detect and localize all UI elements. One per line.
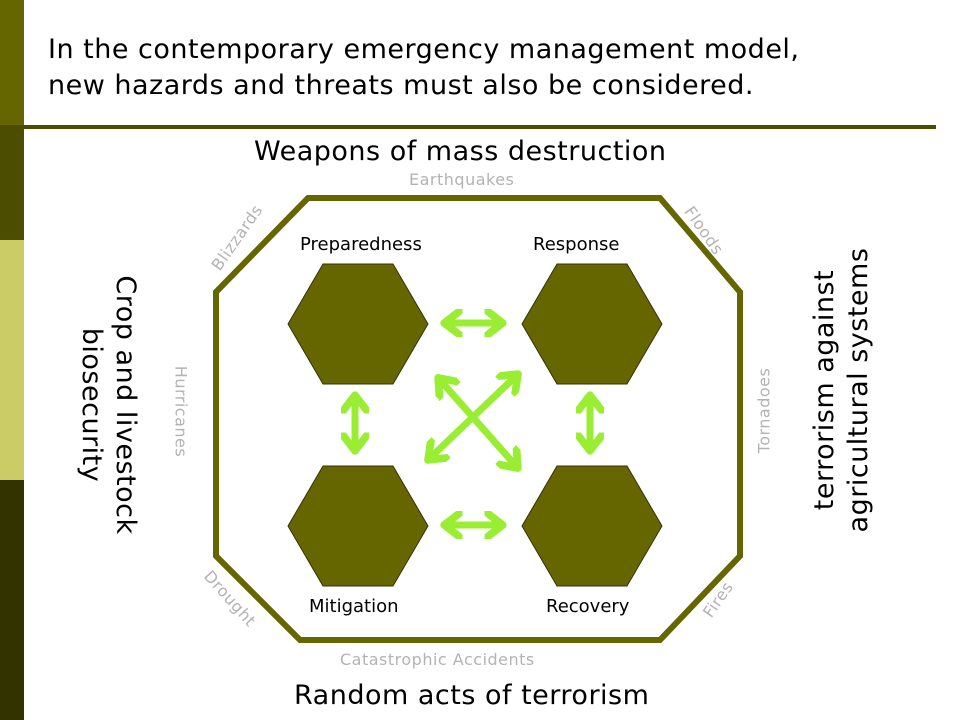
hazard-hurricanes: Hurricanes [171,365,191,458]
threat-bottom-label: Random acts of terrorism [294,680,650,711]
threat-left-line-1: Crop and livestock [110,275,141,535]
title-line-1: In the contemporary emergency management… [48,34,800,65]
threat-left-label: Crop and livestock biosecurity [74,255,142,555]
arrow-preparedness-recovery [440,380,516,466]
preparedness-hexagon [287,263,429,385]
hazard-tornadoes: Tornadoes [754,367,774,454]
hazard-earthquakes: Earthquakes [409,170,515,189]
sidebar-block [0,480,24,720]
sidebar-decoration [0,0,24,720]
threat-right-line-2: agricultural systems [843,247,874,533]
phase-response-label: Response [533,234,620,255]
threat-left-line-2: biosecurity [76,327,107,483]
sidebar-block [0,0,24,125]
hazard-octagon [213,195,743,643]
recovery-hexagon [521,465,663,587]
sidebar-block [0,125,24,240]
hazard-catastrophic-accidents: Catastrophic Accidents [340,650,535,669]
phase-mitigation-label: Mitigation [309,596,399,617]
title-divider [24,125,936,129]
phase-recovery-label: Recovery [546,596,630,617]
response-hexagon [521,263,663,385]
threat-right-line-1: terrorism against [809,269,840,511]
threat-right-label: terrorism against agricultural systems [808,240,876,540]
threat-top-label: Weapons of mass destruction [254,136,667,167]
phase-preparedness-label: Preparedness [300,234,422,255]
title-line-2: new hazards and threats must also be con… [48,70,754,101]
sidebar-block [0,240,24,480]
mitigation-hexagon [287,465,429,587]
arrow-response-mitigation [430,376,516,458]
slide-title: In the contemporary emergency management… [48,32,948,104]
